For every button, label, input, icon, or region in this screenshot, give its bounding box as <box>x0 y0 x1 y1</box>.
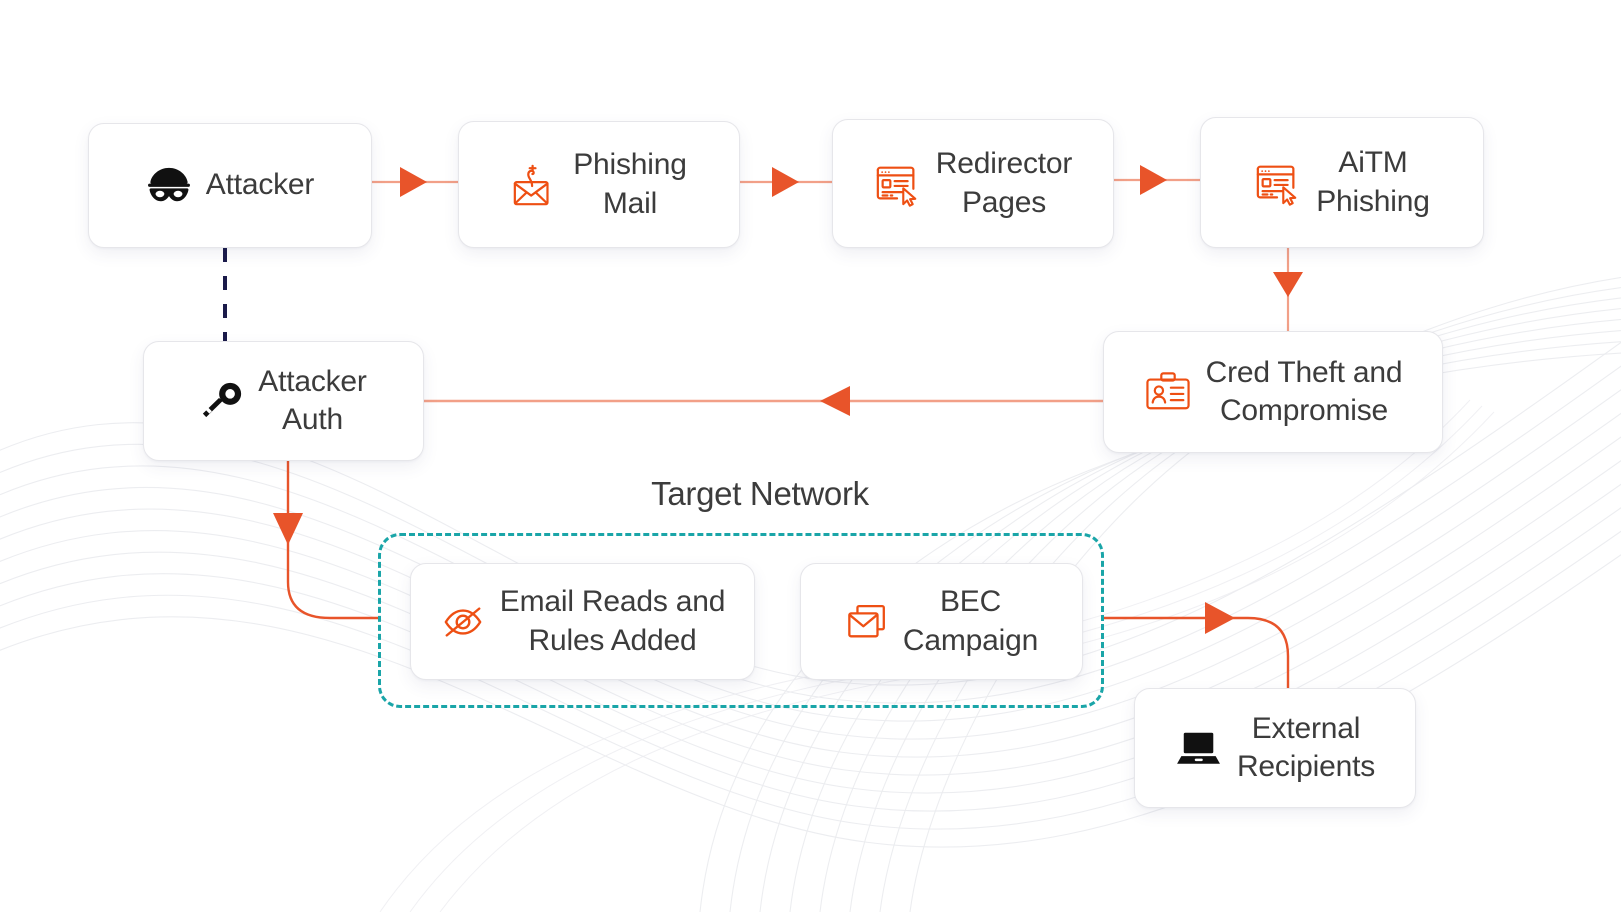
node-email-reads-label: Email Reads and Rules Added <box>499 585 726 657</box>
id-badge-icon <box>1144 370 1192 414</box>
node-attacker[interactable]: Attacker <box>88 123 372 248</box>
node-attacker-label: Attacker <box>205 168 315 202</box>
node-attacker-auth-label: Attacker Auth <box>258 364 367 436</box>
edge-redirector-to-aitm <box>1114 165 1200 195</box>
stacked-envelopes-icon <box>845 601 889 643</box>
browser-window-cursor-icon <box>1254 159 1302 207</box>
edge-attacker-auth-to-target-network <box>273 461 378 620</box>
node-external-recipients[interactable]: External Recipients <box>1134 688 1416 808</box>
node-email-reads-and-rules-added[interactable]: Email Reads and Rules Added <box>410 563 755 680</box>
phishing-envelope-hook-icon <box>511 161 559 209</box>
node-redirector-pages-label: Redirector Pages <box>935 147 1073 219</box>
key-icon <box>200 379 244 423</box>
node-bec-campaign-label: BEC Campaign <box>902 585 1039 657</box>
node-cred-theft-and-compromise[interactable]: Cred Theft and Compromise <box>1103 331 1443 453</box>
node-cred-theft-label: Cred Theft and Compromise <box>1205 355 1403 427</box>
node-redirector-pages[interactable]: Redirector Pages <box>832 119 1114 248</box>
edge-cred-theft-to-attacker-auth <box>424 386 1103 416</box>
node-aitm-phishing-label: AiTM Phishing <box>1316 146 1430 218</box>
edge-aitm-to-cred-theft <box>1273 248 1303 331</box>
laptop-icon <box>1175 728 1223 768</box>
node-attacker-auth[interactable]: Attacker Auth <box>143 341 424 461</box>
eye-slash-icon <box>440 601 486 643</box>
browser-window-cursor-icon <box>874 160 922 208</box>
edge-bec-to-external-recipients <box>1103 602 1290 688</box>
bandit-mask-icon <box>146 166 192 206</box>
node-phishing-mail[interactable]: Phishing Mail <box>458 121 740 248</box>
node-bec-campaign[interactable]: BEC Campaign <box>800 563 1083 680</box>
edge-phishing-mail-to-redirector <box>740 167 832 197</box>
target-network-label: Target Network <box>651 475 869 512</box>
edge-attacker-to-phishing-mail <box>372 167 458 197</box>
node-external-recipients-label: External Recipients <box>1236 711 1376 783</box>
node-aitm-phishing[interactable]: AiTM Phishing <box>1200 117 1484 248</box>
node-phishing-mail-label: Phishing Mail <box>573 148 687 220</box>
